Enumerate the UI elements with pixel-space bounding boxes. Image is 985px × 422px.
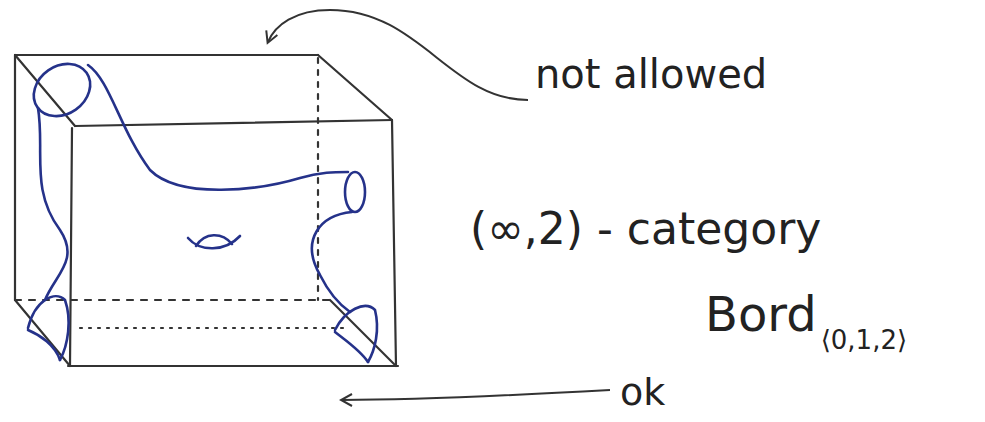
surface: [24, 53, 377, 362]
callout-text: not allowed: [535, 52, 767, 96]
category-label: (∞,2) - category: [470, 205, 821, 253]
cube: [15, 55, 398, 366]
bordism-subscript: ⟨0,1,2⟩: [821, 326, 907, 355]
callout-text: ok: [620, 372, 665, 414]
bordism-label: Bord: [705, 288, 817, 341]
